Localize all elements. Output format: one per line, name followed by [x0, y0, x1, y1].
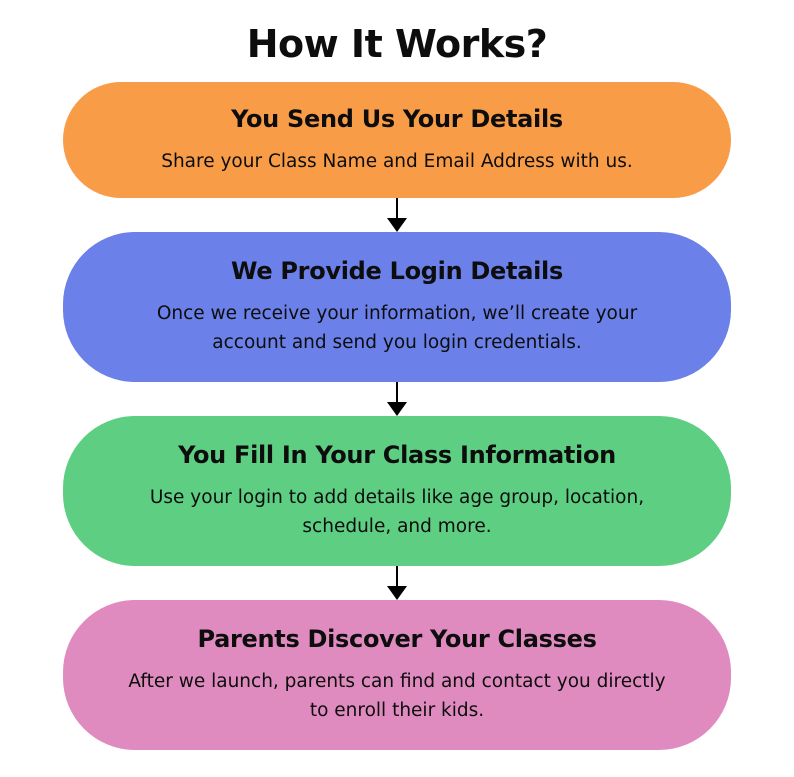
step-3-title: You Fill In Your Class Information [178, 441, 616, 469]
step-1-title: You Send Us Your Details [231, 104, 563, 133]
step-4-box: Parents Discover Your Classes After we l… [63, 600, 731, 750]
step-1-description: Share your Class Name and Email Address … [161, 150, 633, 172]
step-3-box: You Fill In Your Class Information Use y… [63, 416, 731, 566]
arrow-3 [387, 566, 407, 600]
step-4-description: After we launch, parents can find and co… [128, 671, 666, 721]
step-2-description: Once we receive your information, we’ll … [156, 303, 638, 353]
step-2-title: We Provide Login Details [231, 257, 563, 285]
diagram-title: How It Works? [246, 22, 548, 66]
step-1-box: You Send Us Your Details Share your Clas… [63, 82, 731, 198]
arrow-1 [387, 198, 407, 232]
step-2-box: We Provide Login Details Once we receive… [63, 232, 731, 382]
step-4-title: Parents Discover Your Classes [197, 625, 597, 653]
arrow-2 [387, 382, 407, 416]
step-3-description: Use your login to add details like age g… [149, 487, 645, 537]
